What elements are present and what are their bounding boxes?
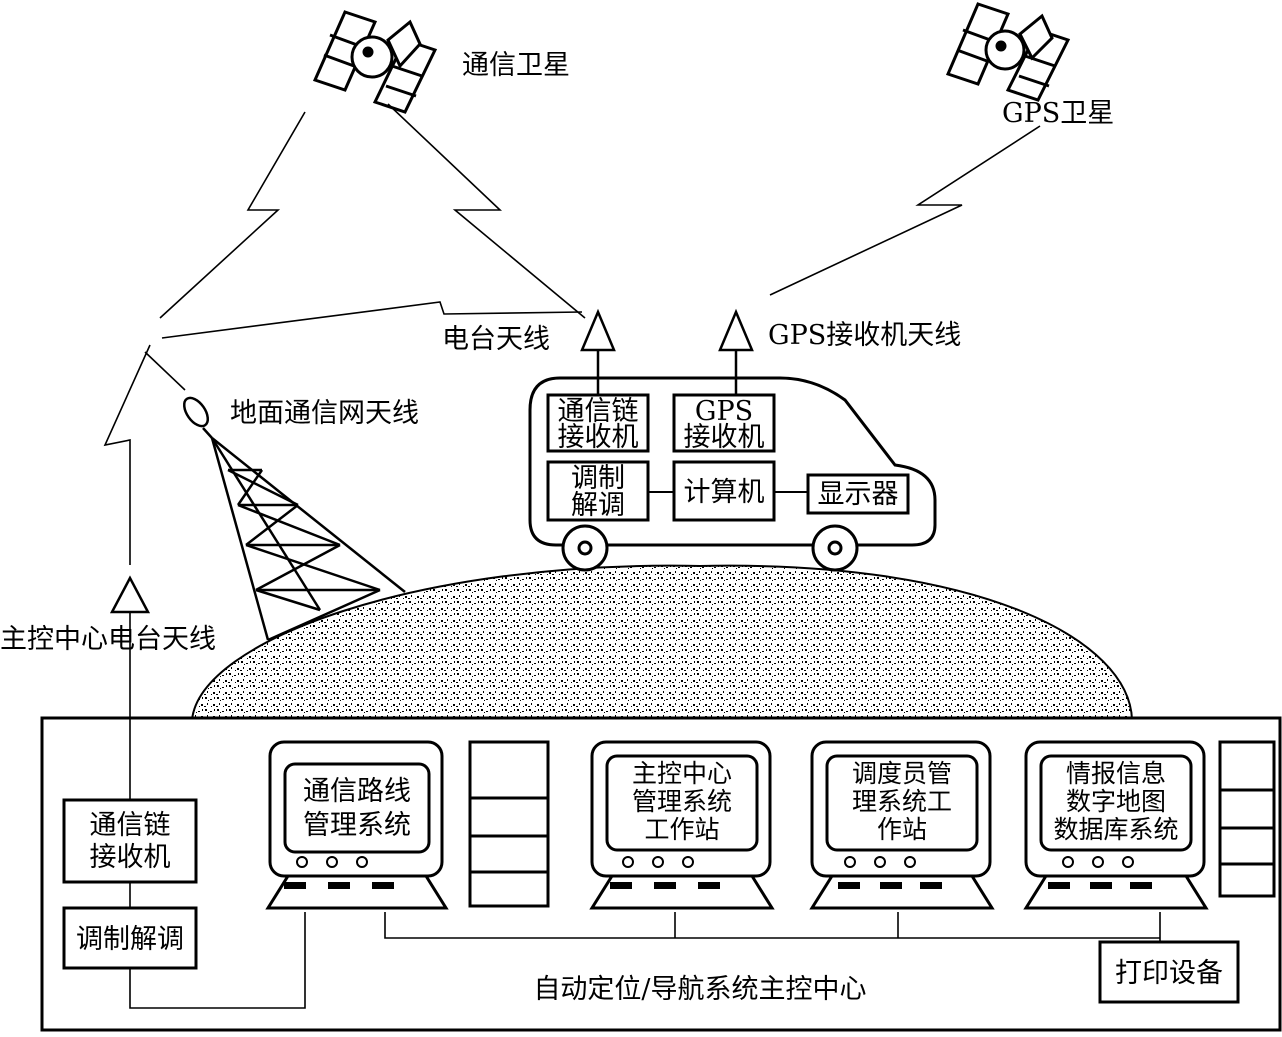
center-comm-receiver-line1: 通信链 bbox=[90, 810, 171, 841]
workstation-3-line2: 理系统工 bbox=[852, 787, 952, 816]
control-center-title: 自动定位/导航系统主控中心 bbox=[533, 974, 866, 1005]
vehicle-modem-line2: 解调 bbox=[571, 490, 625, 521]
workstation-2-line2: 管理系统 bbox=[632, 787, 732, 816]
ground-network-antenna-label: 地面通信网天线 bbox=[230, 398, 419, 429]
terrain-mound bbox=[190, 564, 1134, 721]
vehicle-gps-antenna-icon bbox=[718, 308, 754, 352]
vehicle-radio-antenna-icon bbox=[580, 308, 616, 352]
vehicle-comm-receiver-line1: 通信链 bbox=[558, 396, 639, 427]
vehicle-display-box bbox=[806, 473, 910, 515]
link-satellite-to-vehicle bbox=[387, 103, 586, 319]
radio-antenna-label: 电台天线 bbox=[442, 324, 550, 355]
center-radio-antenna-icon bbox=[109, 575, 151, 614]
link-center-up bbox=[103, 344, 151, 565]
server-rack-1-icon bbox=[468, 740, 550, 908]
workstation-2: 主控中心 管理系统 工作站 bbox=[589, 740, 775, 910]
workstation-3-line3: 作站 bbox=[877, 815, 927, 844]
workstation-4-line3: 数据库系统 bbox=[1053, 815, 1178, 844]
vehicle-computer-label: 计算机 bbox=[684, 477, 765, 508]
printer-box bbox=[1098, 940, 1240, 1004]
center-comm-receiver-box bbox=[62, 798, 198, 884]
workstation-1: 通信路线 管理系统 bbox=[265, 740, 449, 910]
center-comm-receiver-line2: 接收机 bbox=[90, 842, 171, 873]
gps-satellite-icon bbox=[945, 2, 1071, 102]
vehicle-modem-box bbox=[546, 460, 650, 522]
center-radio-antenna-label: 主控中心电台天线 bbox=[0, 624, 216, 655]
workstation-4-line2: 数字地图 bbox=[1066, 787, 1166, 816]
vehicle-gps-receiver-line1: GPS bbox=[695, 396, 753, 427]
link-gps-to-vehicle bbox=[769, 125, 1041, 296]
workstation-2-line1: 主控中心 bbox=[632, 759, 732, 788]
vehicle-comm-receiver-box bbox=[546, 393, 650, 453]
workstation-3-line1: 调度员管 bbox=[852, 759, 952, 788]
vehicle: 通信链 接收机 GPS 接收机 调制 解调 计算机 显示器 bbox=[528, 308, 937, 572]
comm-satellite-label: 通信卫星 bbox=[462, 50, 570, 81]
center-modem-box bbox=[62, 906, 198, 970]
gps-satellite-label: GPS卫星 bbox=[1002, 98, 1114, 129]
workstation-4-line1: 情报信息 bbox=[1066, 759, 1166, 788]
radio-links bbox=[103, 103, 1041, 565]
workstation-4: 情报信息 数字地图 数据库系统 bbox=[1023, 740, 1209, 910]
printer-label: 打印设备 bbox=[1115, 958, 1223, 989]
vehicle-display-label: 显示器 bbox=[818, 479, 899, 510]
center-modem-label: 调制解调 bbox=[76, 924, 184, 955]
workstation-3: 调度员管 理系统工 作站 bbox=[809, 740, 995, 910]
center-wiring bbox=[129, 912, 1161, 1009]
ground-communication-tower-icon bbox=[182, 396, 406, 642]
link-satellite-to-ground bbox=[159, 111, 306, 319]
workstation-1-line2: 管理系统 bbox=[303, 810, 411, 841]
vehicle-gps-receiver-line2: 接收机 bbox=[684, 422, 765, 453]
vehicle-wheel-icon bbox=[561, 524, 859, 572]
workstation-2-line3: 工作站 bbox=[644, 815, 719, 844]
gps-receiver-antenna-label: GPS接收机天线 bbox=[768, 320, 961, 351]
vehicle-modem-line1: 调制 bbox=[571, 463, 625, 494]
vehicle-comm-receiver-line2: 接收机 bbox=[558, 422, 639, 453]
server-rack-2-icon bbox=[1218, 740, 1276, 898]
link-ground-to-vehicle bbox=[161, 301, 583, 339]
comm-satellite-icon bbox=[312, 10, 438, 114]
vehicle-gps-receiver-box bbox=[672, 393, 776, 453]
link-center-to-tower bbox=[144, 351, 186, 391]
workstation-1-line1: 通信路线 bbox=[303, 776, 411, 807]
